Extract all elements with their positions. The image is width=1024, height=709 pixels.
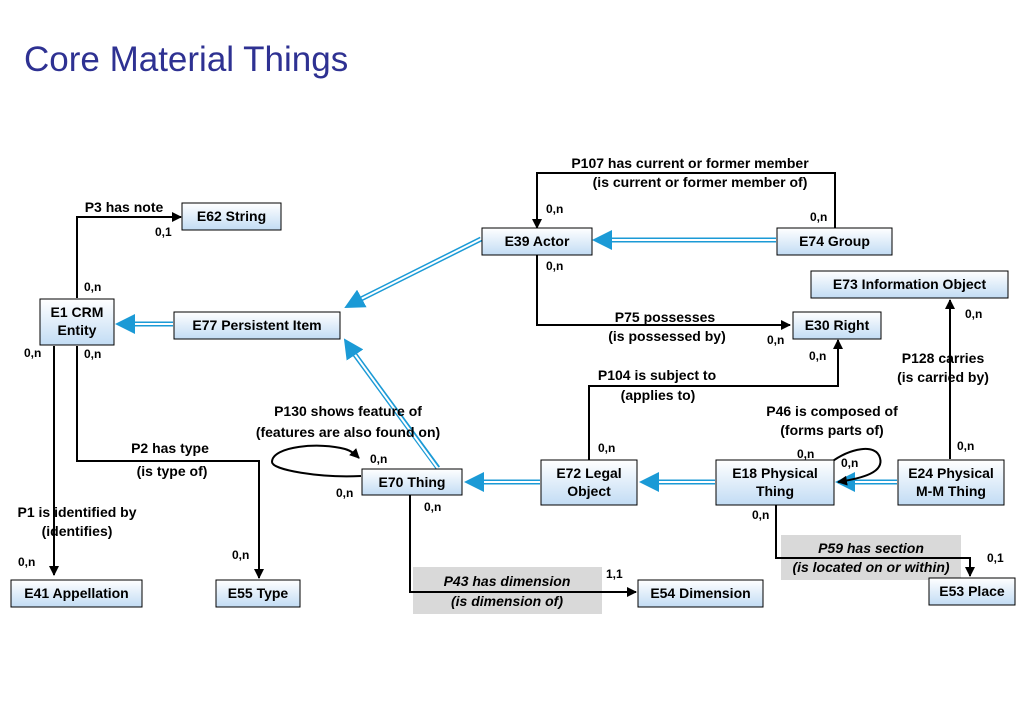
entity-e41-label: E41 Appellation bbox=[24, 585, 129, 601]
entity-e74-label: E74 Group bbox=[799, 233, 870, 249]
card-p75-a: 0,n bbox=[546, 259, 563, 273]
property-p104-label-line1: P104 is subject to bbox=[598, 367, 716, 383]
entity-e77-persistent-item[interactable]: E77 Persistent Item bbox=[173, 311, 341, 340]
property-p128-label-line2: (is carried by) bbox=[897, 369, 989, 385]
entity-e39-actor[interactable]: E39 Actor bbox=[481, 227, 593, 256]
p43-note-bg bbox=[413, 567, 602, 614]
entity-e73-information-object[interactable]: E73 Information Object bbox=[810, 270, 1009, 299]
entity-e74-group[interactable]: E74 Group bbox=[776, 227, 893, 256]
entity-e1-label-line1: E1 CRM bbox=[51, 304, 104, 320]
entity-e53-place[interactable]: E53 Place bbox=[928, 577, 1016, 606]
card-p128-b: 0,n bbox=[965, 307, 982, 321]
card-p130-a: 0,n bbox=[370, 452, 387, 466]
card-p1-a: 0,n bbox=[24, 346, 41, 360]
entity-e39-label: E39 Actor bbox=[505, 233, 570, 249]
card-p1-b: 0,n bbox=[18, 555, 35, 569]
entity-e55-label: E55 Type bbox=[228, 585, 289, 601]
entity-e18-physical-thing[interactable]: E18 Physical Thing bbox=[715, 459, 835, 506]
property-p2-label-line1: P2 has type bbox=[131, 440, 209, 456]
property-p104-label-line2: (applies to) bbox=[621, 387, 696, 403]
card-p107-a: 0,n bbox=[546, 202, 563, 216]
entity-e62-string[interactable]: E62 String bbox=[181, 202, 282, 231]
property-p3-label: P3 has note bbox=[85, 199, 164, 215]
card-p43-a: 0,n bbox=[424, 500, 441, 514]
entity-e41-appellation[interactable]: E41 Appellation bbox=[10, 579, 143, 608]
entity-e18-label-line1: E18 Physical bbox=[732, 465, 818, 481]
isa-links bbox=[115, 230, 899, 492]
entity-e73-label: E73 Information Object bbox=[833, 276, 987, 292]
entity-e30-label: E30 Right bbox=[805, 317, 870, 333]
property-p59-label-line1: P59 has section bbox=[818, 540, 924, 556]
property-p130-label-line2: (features are also found on) bbox=[256, 424, 440, 440]
entity-e55-type[interactable]: E55 Type bbox=[215, 579, 301, 608]
entity-e70-label: E70 Thing bbox=[379, 474, 446, 490]
property-p43-label-line2: (is dimension of) bbox=[451, 593, 563, 609]
entity-e24-label-line2: M-M Thing bbox=[916, 483, 986, 499]
card-p43-b: 1,1 bbox=[606, 567, 623, 581]
card-p3-b: 0,1 bbox=[155, 225, 172, 239]
entity-e54-label: E54 Dimension bbox=[650, 585, 750, 601]
card-p104-a: 0,n bbox=[598, 441, 615, 455]
entity-e24-label-line1: E24 Physical bbox=[908, 465, 994, 481]
property-p1-label-line2: (identifies) bbox=[42, 523, 113, 539]
entity-e72-label-line2: Object bbox=[567, 483, 611, 499]
entity-e18-label-line2: Thing bbox=[756, 483, 794, 499]
property-p46-label-line2: (forms parts of) bbox=[780, 422, 883, 438]
property-p59-label-line2: (is located on or within) bbox=[792, 559, 949, 575]
entity-e1-crm-entity[interactable]: E1 CRM Entity bbox=[39, 298, 115, 346]
property-p1-label-line1: P1 is identified by bbox=[17, 504, 136, 520]
card-p2-a: 0,n bbox=[84, 347, 101, 361]
card-p59-a: 0,n bbox=[752, 508, 769, 522]
entity-e54-dimension[interactable]: E54 Dimension bbox=[637, 579, 764, 608]
property-links bbox=[49, 172, 975, 597]
entity-e72-label-line1: E72 Legal bbox=[556, 465, 621, 481]
property-p107-label-line2: (is current or former member of) bbox=[593, 174, 808, 190]
entity-e62-label: E62 String bbox=[197, 208, 266, 224]
card-p75-b: 0,n bbox=[767, 333, 784, 347]
entity-e72-legal-object[interactable]: E72 Legal Object bbox=[540, 459, 638, 506]
property-p2-label-line2: (is type of) bbox=[137, 463, 208, 479]
entity-e70-thing[interactable]: E70 Thing bbox=[361, 468, 463, 496]
card-p128-a: 0,n bbox=[957, 439, 974, 453]
property-p128-label-line1: P128 carries bbox=[902, 350, 985, 366]
card-p46-b: 0,n bbox=[841, 456, 858, 470]
card-p130-b: 0,n bbox=[336, 486, 353, 500]
card-p3-a: 0,n bbox=[84, 280, 101, 294]
property-p75-label-line2: (is possessed by) bbox=[608, 328, 726, 344]
property-p43-label-line1: P43 has dimension bbox=[444, 573, 571, 589]
property-p75-label-line1: P75 possesses bbox=[615, 309, 716, 325]
card-p59-b: 0,1 bbox=[987, 551, 1004, 565]
property-p107-label-line1: P107 has current or former member bbox=[571, 155, 809, 171]
property-p46-label-line1: P46 is composed of bbox=[766, 403, 898, 419]
property-p130-label-line1: P130 shows feature of bbox=[274, 403, 422, 419]
entity-e24-physical-mm-thing[interactable]: E24 Physical M-M Thing bbox=[897, 459, 1005, 506]
entity-e77-label: E77 Persistent Item bbox=[192, 317, 321, 333]
card-p104-b: 0,n bbox=[809, 349, 826, 363]
card-p2-b: 0,n bbox=[232, 548, 249, 562]
entity-e30-right[interactable]: E30 Right bbox=[792, 311, 882, 340]
page-title: Core Material Things bbox=[24, 40, 349, 79]
card-p46-a: 0,n bbox=[797, 447, 814, 461]
entity-e53-label: E53 Place bbox=[939, 583, 1005, 599]
card-p107-b: 0,n bbox=[810, 210, 827, 224]
entity-e1-label-line2: Entity bbox=[58, 322, 97, 338]
